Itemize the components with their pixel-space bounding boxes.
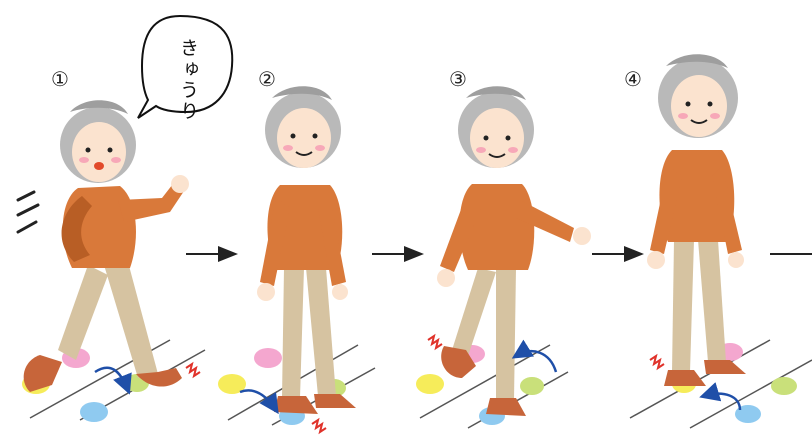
step-4-figure: [630, 54, 812, 428]
step-3-number: ③: [445, 66, 471, 92]
step-2-figure: [218, 86, 375, 432]
step-2-number: ②: [254, 66, 280, 92]
speech-text: きゅうり: [177, 38, 199, 122]
shake-mark-icon: [650, 356, 664, 368]
shake-mark-icon: [312, 420, 326, 432]
blue-dot: [80, 402, 108, 422]
step-1-number: ①: [47, 66, 73, 92]
curved-arrow-icon: [516, 351, 556, 372]
curved-arrow-icon: [240, 390, 276, 410]
shake-mark-icon: [428, 336, 442, 348]
shake-mark-icon: [186, 364, 200, 376]
step-3-figure: [416, 86, 591, 428]
step-1-figure: [18, 100, 205, 422]
speech-bubble: きゅうり: [138, 16, 232, 122]
motion-lines-icon: [18, 192, 38, 232]
step-4-number: ④: [620, 66, 646, 92]
shoe: [24, 355, 62, 392]
curved-arrow-icon: [704, 394, 740, 410]
